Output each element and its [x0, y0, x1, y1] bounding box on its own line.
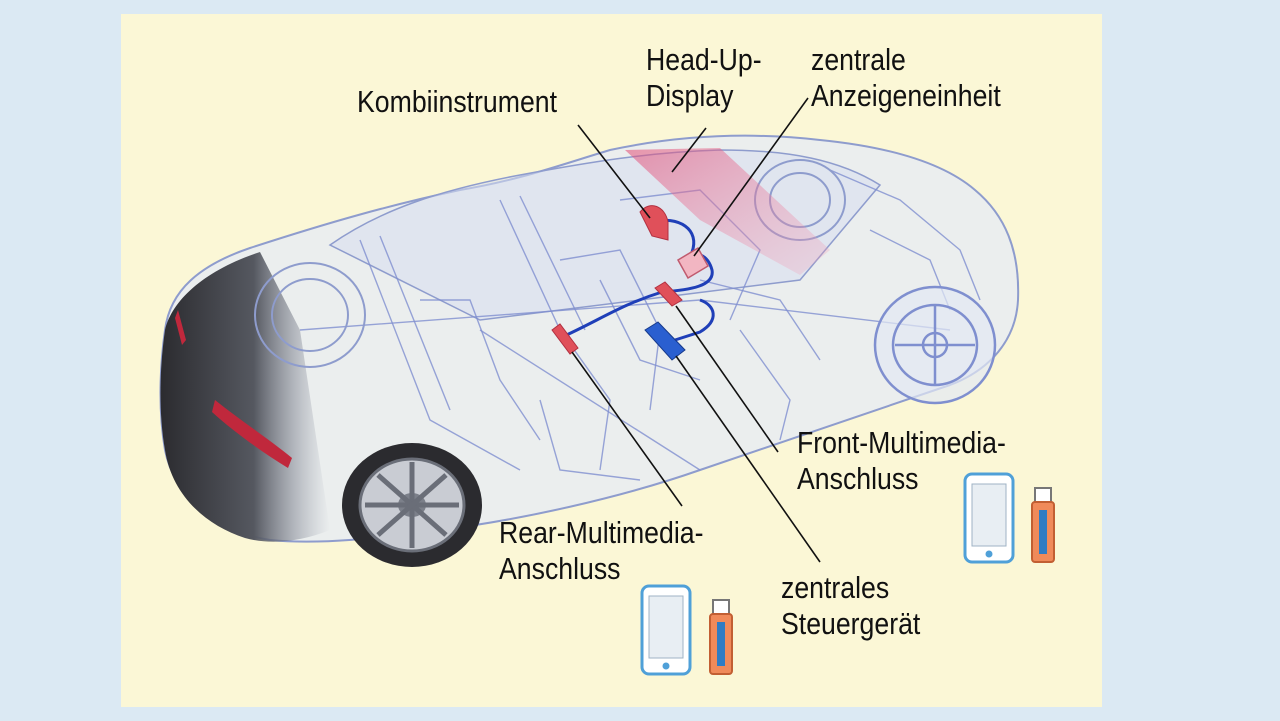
label-line: Front-Multimedia- — [797, 425, 1006, 460]
label-line: zentrale — [811, 42, 906, 77]
front-smartphone-icon — [963, 472, 1015, 564]
car-body — [159, 134, 1020, 567]
label-line: Anzeigeneinheit — [811, 78, 1001, 113]
rear-wheel-far — [254, 262, 366, 368]
front-multimedia-component — [654, 281, 683, 307]
label-zentrale-anzeigeeinheit: zentrale Anzeigeneinheit — [811, 42, 1001, 114]
label-line: Anschluss — [797, 461, 919, 496]
label-rear-multimedia: Rear-Multimedia- Anschluss — [499, 515, 703, 587]
label-line: zentrales — [781, 570, 890, 605]
label-line: Rear-Multimedia- — [499, 515, 704, 550]
label-line: Kombiinstrument — [357, 84, 558, 119]
front-usb-stick-icon — [1031, 487, 1055, 563]
front-wheel — [873, 285, 997, 405]
label-line: Head-Up- — [646, 42, 762, 77]
label-head-up-display: Head-Up- Display — [646, 42, 762, 114]
label-front-multimedia: Front-Multimedia- Anschluss — [797, 425, 1006, 497]
rear-smartphone-icon — [640, 584, 692, 676]
leader-lines — [571, 97, 821, 563]
label-zentrales-steuergeraet: zentrales Steuergerät — [781, 570, 920, 642]
zentrale-anzeigeeinheit-component — [676, 246, 710, 280]
rear-multimedia-component — [551, 323, 579, 355]
head-up-display-area — [625, 148, 830, 275]
rear-wheel — [342, 443, 482, 567]
label-line: Display — [646, 78, 734, 113]
label-line: Anschluss — [499, 551, 621, 586]
zentrales-steuergeraet-component — [644, 321, 686, 361]
label-line: Steuergerät — [781, 606, 921, 641]
rear-usb-stick-icon — [709, 599, 733, 675]
label-kombiinstrument: Kombiinstrument — [357, 84, 557, 120]
